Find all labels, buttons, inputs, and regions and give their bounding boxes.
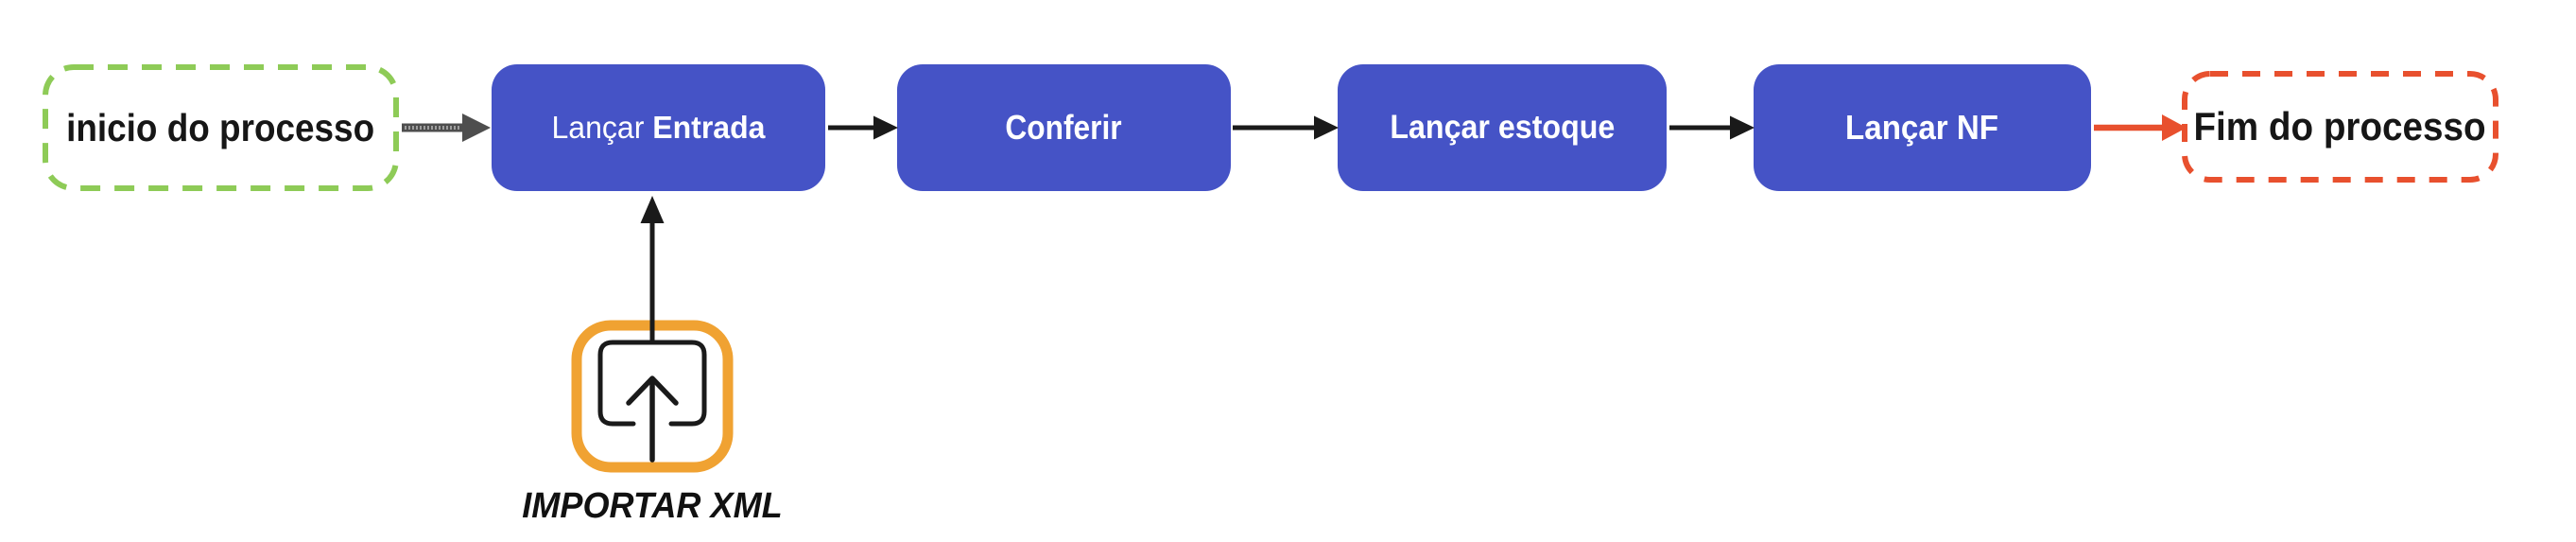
import-xml-button[interactable]: [571, 320, 734, 473]
step-label-prefix: Lançar: [551, 110, 653, 145]
step-lancar-entrada-label: Lançar Entrada: [552, 110, 766, 146]
step-lancar-estoque[interactable]: Lançar estoque: [1338, 64, 1667, 191]
step-conferir-label: Conferir: [1005, 108, 1123, 147]
end-node-label: Fim do processo: [2193, 104, 2487, 149]
arrow-estoque-to-nf: [1669, 115, 1755, 140]
arrow-entrada-to-conferir: [828, 115, 898, 140]
upload-icon: [571, 320, 734, 473]
arrow-nf-to-end: [2094, 114, 2187, 141]
import-xml-label: IMPORTAR XML: [522, 486, 783, 526]
arrow-start-to-entrada: [402, 114, 491, 142]
start-node[interactable]: inicio do processo: [43, 64, 399, 191]
step-lancar-estoque-label: Lançar estoque: [1389, 109, 1615, 146]
step-lancar-nf[interactable]: Lançar NF: [1754, 64, 2091, 191]
end-node[interactable]: Fim do processo: [2182, 71, 2498, 183]
step-conferir[interactable]: Conferir: [897, 64, 1231, 191]
step-label-emphasis: Entrada: [652, 110, 766, 145]
step-lancar-entrada[interactable]: Lançar Entrada: [492, 64, 825, 191]
start-node-dashed-border: [43, 64, 399, 191]
step-lancar-nf-label: Lançar NF: [1845, 108, 1999, 147]
start-node-label: inicio do processo: [66, 105, 375, 149]
arrow-conferir-to-estoque: [1233, 115, 1339, 140]
